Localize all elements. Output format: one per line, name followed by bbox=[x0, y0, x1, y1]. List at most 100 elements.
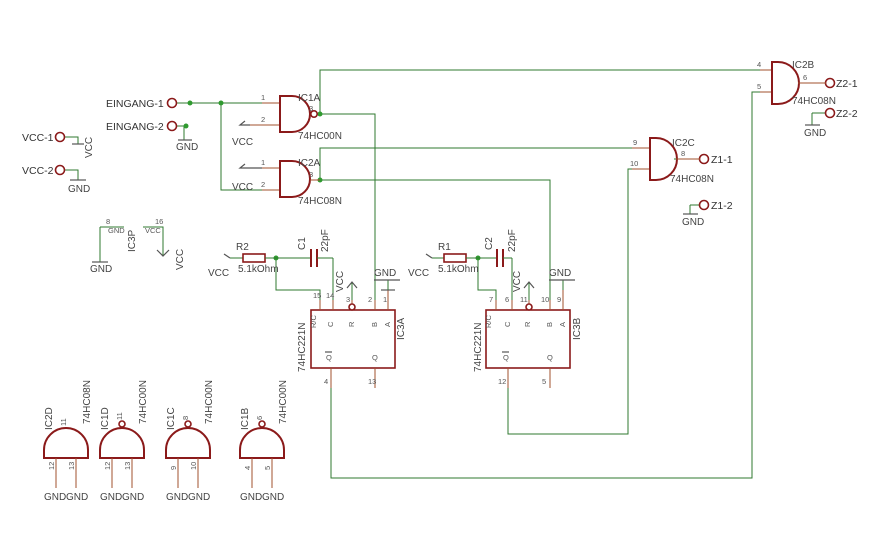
resistor-r2[interactable]: R2 5.1kOhm VCC bbox=[208, 242, 279, 279]
svg-text:15: 15 bbox=[313, 291, 321, 300]
gnd-label: GND bbox=[549, 268, 571, 279]
gate-ic2c[interactable]: 9 10 8 IC2C 74HC08N bbox=[630, 137, 714, 185]
svg-text:10: 10 bbox=[541, 295, 549, 304]
junction bbox=[317, 111, 323, 117]
svg-text:1: 1 bbox=[383, 295, 387, 304]
svg-text:R/C: R/C bbox=[309, 315, 318, 329]
svg-text:10: 10 bbox=[630, 159, 638, 168]
svg-text:12: 12 bbox=[47, 462, 56, 470]
gate-type: 74HC08N bbox=[792, 96, 836, 107]
label-z1-2: Z1-2 bbox=[711, 200, 733, 212]
gate-type: 74HC08N bbox=[670, 174, 714, 185]
label-vcc-2: VCC-2 bbox=[22, 165, 54, 177]
label-eingang-2: EINGANG-2 bbox=[106, 121, 164, 133]
label-eingang-1: EINGANG-1 bbox=[106, 98, 164, 110]
junction bbox=[218, 100, 224, 106]
svg-text:11: 11 bbox=[59, 418, 68, 426]
svg-text:VCC: VCC bbox=[145, 226, 161, 235]
unused-ic1b[interactable]: 4 5 6 IC1B 74HC00N GND GND bbox=[239, 380, 289, 503]
r1-value: 5.1kOhm bbox=[438, 264, 479, 275]
svg-text:3: 3 bbox=[346, 295, 350, 304]
svg-text:13: 13 bbox=[368, 377, 376, 386]
svg-text:13: 13 bbox=[67, 462, 76, 470]
gnd-label: GND bbox=[176, 142, 198, 153]
gnd-label: GND bbox=[804, 128, 826, 139]
connector-z2-2[interactable] bbox=[824, 107, 836, 119]
ic1d-name: IC1D bbox=[100, 407, 111, 430]
svg-text:Q: Q bbox=[372, 353, 378, 362]
ic2d-type: 74HC08N bbox=[82, 380, 93, 424]
ic1b-type: 74HC00N bbox=[278, 380, 289, 424]
connector-z1-2[interactable] bbox=[698, 199, 710, 211]
c1-value: 22pF bbox=[320, 229, 331, 252]
ic1c-type: 74HC00N bbox=[204, 380, 215, 424]
svg-text:8: 8 bbox=[681, 149, 685, 158]
capacitor-c2[interactable]: C2 22pF bbox=[478, 229, 518, 267]
connectors: EINGANG-1 EINGANG-2 VCC-1 VCC-2 Z2-1 Z2-… bbox=[22, 77, 858, 212]
svg-text:GND: GND bbox=[262, 492, 284, 503]
label-z1-1: Z1-1 bbox=[711, 154, 733, 166]
gate-ic2b[interactable]: 4 5 6 IC2B 74HC08N bbox=[757, 60, 836, 107]
monoflop-ic3a[interactable]: GND VCC 15 14 3 2 1 R/C C R B A Q Q 4 13… bbox=[297, 268, 407, 388]
capacitor-c1[interactable]: C1 22pF bbox=[276, 229, 333, 267]
label-vcc-1: VCC-1 bbox=[22, 132, 54, 144]
connector-eingang-2[interactable] bbox=[166, 120, 178, 132]
ic2d-name: IC2D bbox=[44, 407, 55, 430]
svg-text:6: 6 bbox=[255, 416, 264, 420]
vcc-label: VCC bbox=[208, 268, 229, 279]
connector-z1-1[interactable] bbox=[698, 153, 710, 165]
svg-text:GND: GND bbox=[44, 492, 66, 503]
connector-vcc-2[interactable] bbox=[54, 164, 66, 176]
unused-ic2d[interactable]: 12 13 11 IC2D 74HC08N GND GND bbox=[43, 380, 93, 503]
gnd-label: GND bbox=[374, 268, 396, 279]
gate-type: 74HC00N bbox=[298, 131, 342, 142]
svg-text:B: B bbox=[545, 322, 554, 327]
connector-z2-1[interactable] bbox=[824, 77, 836, 89]
svg-text:6: 6 bbox=[505, 295, 509, 304]
svg-text:12: 12 bbox=[498, 377, 506, 386]
ic3a-type: 74HC221N bbox=[297, 323, 308, 372]
vcc-label: VCC bbox=[84, 137, 95, 158]
gate-ic2a[interactable]: 1 2 3 IC2A 74HC08N VCC bbox=[232, 158, 342, 207]
svg-text:16: 16 bbox=[155, 217, 163, 226]
gate-type: 74HC08N bbox=[298, 196, 342, 207]
connector-vcc-1[interactable] bbox=[54, 131, 66, 143]
svg-text:4: 4 bbox=[324, 377, 328, 386]
svg-text:2: 2 bbox=[368, 295, 372, 304]
svg-text:R/C: R/C bbox=[484, 315, 493, 329]
svg-text:C: C bbox=[503, 321, 512, 327]
ic3p-name: IC3P bbox=[127, 229, 138, 252]
svg-text:Q: Q bbox=[326, 353, 332, 362]
unused-ic1c[interactable]: 9 10 8 IC1C 74HC00N GND GND bbox=[165, 380, 215, 503]
gate-name: IC1A bbox=[298, 93, 321, 104]
gate-ic1a[interactable]: 1 2 3 IC1A 74HC00N VCC bbox=[232, 93, 342, 148]
svg-text:GND: GND bbox=[188, 492, 210, 503]
gnd-label: GND bbox=[68, 184, 90, 195]
svg-text:GND: GND bbox=[240, 492, 262, 503]
connector-eingang-1[interactable] bbox=[166, 97, 178, 109]
svg-text:9: 9 bbox=[633, 138, 637, 147]
svg-text:5: 5 bbox=[263, 466, 272, 470]
svg-text:4: 4 bbox=[243, 466, 252, 470]
svg-text:13: 13 bbox=[123, 462, 132, 470]
svg-text:12: 12 bbox=[103, 462, 112, 470]
r1-name: R1 bbox=[438, 242, 451, 253]
gnd-label: GND bbox=[90, 264, 112, 275]
r2-value: 5.1kOhm bbox=[238, 264, 279, 275]
unused-ic1d[interactable]: 12 13 11 IC1D 74HC00N GND GND bbox=[99, 380, 149, 503]
c1-name: C1 bbox=[297, 237, 308, 250]
vcc-label: VCC bbox=[232, 137, 253, 148]
svg-text:R: R bbox=[523, 321, 532, 327]
ic3b-name: IC3B bbox=[572, 317, 583, 340]
junction bbox=[183, 123, 189, 129]
svg-text:3: 3 bbox=[309, 104, 313, 113]
svg-text:11: 11 bbox=[520, 295, 528, 304]
resistor-r1[interactable]: R1 5.1kOhm VCC bbox=[408, 242, 479, 279]
junction-dots bbox=[183, 100, 481, 261]
monoflop-ic3b[interactable]: GND VCC 7 6 11 10 9 R/C C R B A Q Q 12 5… bbox=[473, 268, 583, 388]
gate-name: IC2C bbox=[672, 138, 695, 149]
svg-text:6: 6 bbox=[803, 73, 807, 82]
vcc-label: VCC bbox=[335, 271, 346, 292]
svg-text:GND: GND bbox=[122, 492, 144, 503]
